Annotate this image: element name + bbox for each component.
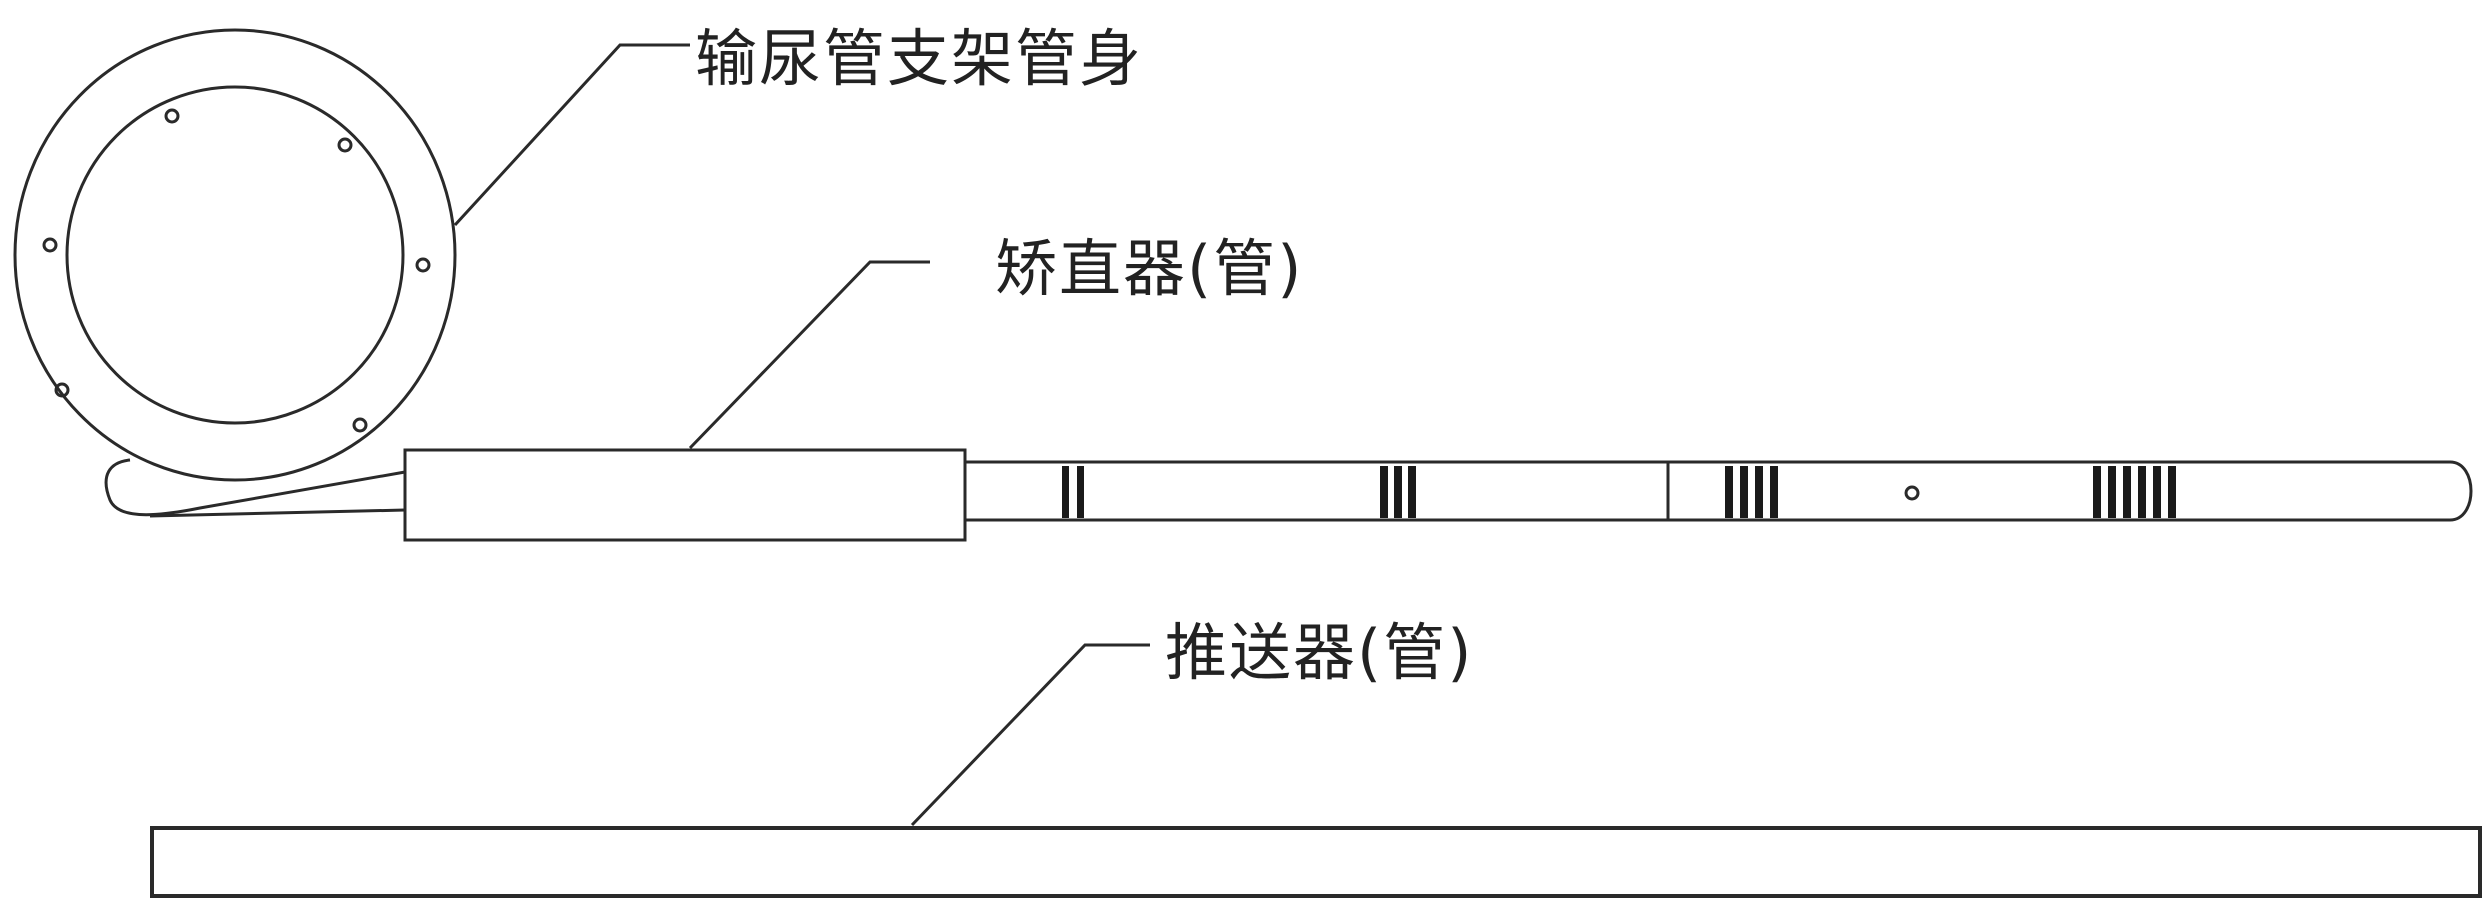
marker-band xyxy=(1725,466,1733,518)
straightener-leader-line xyxy=(688,260,930,450)
straightener-sleeve xyxy=(403,448,967,542)
stent-body-leader-line xyxy=(453,43,690,227)
marker-band xyxy=(2123,466,2131,518)
marker-band xyxy=(1380,466,1388,518)
stent-marker-bands xyxy=(1062,466,2176,518)
marker-band xyxy=(1770,466,1778,518)
marker-band xyxy=(1755,466,1763,518)
pusher-tube xyxy=(150,826,2482,898)
pusher-label: 推送器(管) xyxy=(1165,616,1474,689)
marker-band xyxy=(1740,466,1748,518)
marker-band xyxy=(1062,466,1069,518)
stent-pigtail-coil xyxy=(13,28,457,518)
marker-band xyxy=(1408,466,1416,518)
marker-band xyxy=(2093,466,2101,518)
marker-band xyxy=(2168,466,2176,518)
marker-band xyxy=(2153,466,2161,518)
stent-side-hole xyxy=(1904,485,1920,501)
marker-band xyxy=(2108,466,2116,518)
marker-band xyxy=(1394,466,1402,518)
straightener-label: 矫直器(管) xyxy=(995,232,1304,305)
stent-body-tube xyxy=(965,460,2473,522)
marker-band xyxy=(1077,466,1084,518)
marker-band xyxy=(2138,466,2146,518)
pusher-leader-line xyxy=(910,643,1150,827)
stent-body-label: 输尿管支架管身 xyxy=(695,22,1144,95)
